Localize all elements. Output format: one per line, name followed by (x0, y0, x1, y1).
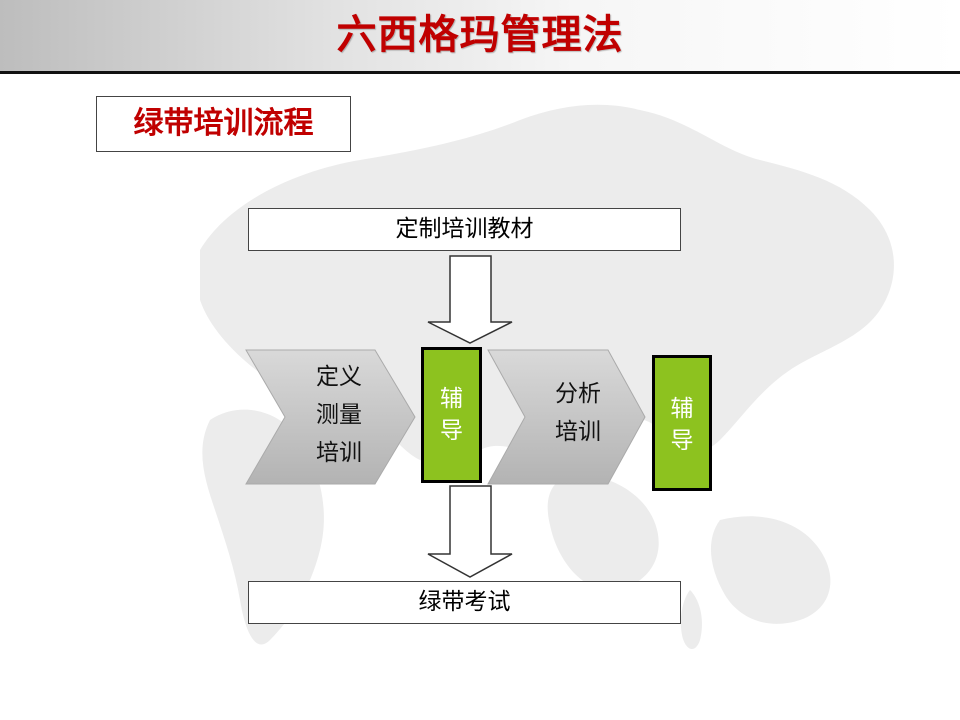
header-band (0, 0, 960, 72)
page-title: 六西格玛管理法 (336, 12, 624, 58)
down-arrow-bottom (427, 485, 513, 578)
coaching-box-1: 辅 导 (421, 347, 482, 483)
chevron-2-line-1: 分析 (555, 381, 601, 407)
chevron-define-measure-label: 定义 测量 培训 (316, 358, 362, 472)
coaching-1-char-2: 导 (440, 418, 463, 444)
chevron-2-line-2: 培训 (555, 419, 601, 445)
down-arrow-top (427, 255, 513, 344)
coaching-2-char-1: 辅 (670, 396, 694, 422)
header-rule (0, 71, 960, 74)
coaching-box-2: 辅 导 (652, 355, 712, 491)
green-belt-exam-box: 绿带考试 (248, 581, 681, 624)
coaching-1-char-1: 辅 (440, 386, 463, 412)
chevron-analyze-label: 分析 培训 (555, 375, 601, 451)
chevron-1-line-2: 测量 (316, 402, 362, 428)
custom-materials-box: 定制培训教材 (248, 208, 681, 251)
chevron-1-line-1: 定义 (316, 364, 362, 390)
chevron-1-line-3: 培训 (316, 440, 362, 466)
coaching-2-char-2: 导 (670, 428, 694, 454)
chevron-analyze (487, 349, 646, 485)
section-title: 绿带培训流程 (96, 96, 351, 152)
chevron-define-measure (245, 349, 416, 485)
